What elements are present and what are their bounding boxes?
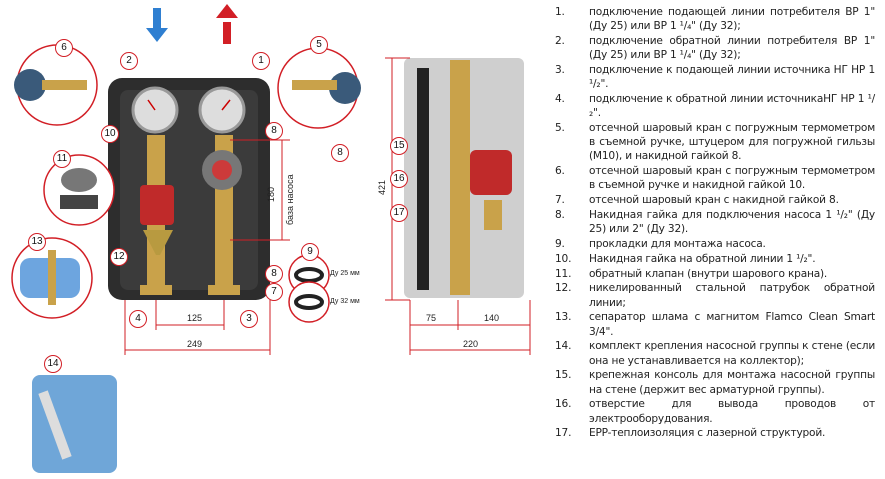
legend-item: 15. крепежная консоль для монтажа насосно… [545, 368, 875, 396]
callout-14: 14 [44, 355, 62, 373]
legend-item: 3. подключение к подающей линии источника… [545, 63, 875, 91]
legend-text: отсечной шаровый кран с погружным термом… [589, 165, 875, 192]
dim-pump-base-label: база насоса [285, 174, 295, 225]
legend-item: 16. отверстие для вывода проводов от элек… [545, 397, 875, 425]
callout-4: 4 [129, 310, 147, 328]
callout-8a: 8 [265, 122, 283, 140]
legend-number: 3. [555, 64, 565, 76]
legend-item: 1. подключение подающей линии потребителя… [545, 5, 875, 33]
legend-number: 10. [555, 252, 572, 265]
dim-side-height: 421 [377, 179, 387, 195]
legend-number: 1. [555, 6, 565, 18]
legend-text: сепаратор шлама с магнитом Flamco Clean … [589, 311, 875, 338]
callout-12: 12 [110, 248, 128, 266]
legend-number: 16. [555, 398, 572, 411]
legend-number: 6. [555, 165, 565, 178]
legend-number: 5. [555, 122, 565, 134]
legend-text: EPP-теплоизоляция с лазерной структурой. [589, 427, 826, 440]
wall-kit-bag [32, 375, 117, 473]
dim-side-left: 75 [426, 313, 437, 323]
callout-8c: 8 [265, 265, 283, 283]
legend-item: 11. обратный клапан (внутри шарового кран… [545, 267, 875, 281]
gasket-label-32: Ду 32 мм [330, 298, 360, 305]
legend-item: 6. отсечной шаровый кран с погружным терм… [545, 164, 875, 192]
legend-item: 13. сепаратор шлама с магнитом Flamco Cle… [545, 310, 875, 338]
legend-text: подключение к подающей линии источника Н… [589, 64, 875, 91]
legend-number: 12. [555, 282, 572, 295]
legend-number: 13. [555, 311, 572, 324]
callout-10: 10 [101, 125, 119, 143]
legend-item: 14. комплект крепления насосной группы к … [545, 339, 875, 367]
legend-number: 4. [555, 93, 565, 105]
callout-6: 6 [55, 39, 73, 57]
callout-8b: 8 [331, 144, 349, 162]
legend-number: 7. [555, 194, 565, 207]
legend-text: подключение к обратной линии источникаНГ… [589, 93, 875, 120]
legend-text: отсечной шаровый кран с накидной гайкой … [589, 194, 839, 207]
dim-spacing: 125 [187, 313, 203, 323]
legend-item: 5. отсечной шаровый кран с погружным терм… [545, 121, 875, 164]
dim-side-total: 220 [463, 339, 479, 349]
legend-item: 10. Накидная гайка на обратной линии 1 ¹/… [545, 252, 875, 266]
gasket-label-25: Ду 25 мм [330, 270, 360, 277]
callout-7: 7 [265, 283, 283, 301]
supply-flow-arrow-icon [216, 4, 238, 44]
legend-text: отсечной шаровый кран с погружным термом… [589, 122, 875, 163]
legend-text: обратный клапан (внутри шарового крана). [589, 267, 828, 280]
legend-item: 2. подключение обратной линии потребителя… [545, 34, 875, 62]
legend-number: 8. [555, 209, 565, 221]
sludge-separator [140, 185, 174, 225]
callout-3: 3 [240, 310, 258, 328]
dim-side-right: 140 [484, 313, 500, 323]
callout-2: 2 [120, 52, 138, 70]
legend-text: подключение обратной линии потребителя В… [589, 35, 875, 62]
dim-width-total: 249 [187, 339, 203, 349]
legend-item: 12. никелированный стальной патрубок обра… [545, 281, 875, 309]
dim-pump-base: 180 [266, 186, 276, 202]
legend-text: отверстие для вывода проводов от электро… [589, 398, 875, 425]
legend-text: подключение подающей линии потребителя В… [589, 6, 875, 33]
legend-text: никелированный стальной патрубок обратно… [589, 282, 875, 309]
legend-number: 14. [555, 340, 572, 353]
legend-text: Накидная гайка на обратной линии 1 ¹/₂". [589, 252, 816, 265]
legend-text: Накидная гайка для подключения насоса 1 … [589, 209, 875, 236]
callout-17: 17 [390, 204, 408, 222]
callout-11: 11 [53, 150, 71, 168]
legend-item: 17. EPP-теплоизоляция с лазерной структур… [545, 426, 875, 440]
parts-legend: 1. подключение подающей линии потребителя… [545, 5, 875, 441]
legend-number: 15. [555, 369, 572, 382]
legend-text: прокладки для монтажа насоса. [589, 238, 766, 250]
legend-item: 4. подключение к обратной линии источника… [545, 92, 875, 120]
callout-15: 15 [390, 137, 408, 155]
legend-item: 8. Накидная гайка для подключения насоса … [545, 208, 875, 236]
legend-text: комплект крепления насосной группы к сте… [589, 340, 875, 367]
return-flow-arrow-icon [146, 8, 168, 42]
legend-number: 2. [555, 35, 565, 47]
legend-item: 9. прокладки для монтажа насоса. [545, 237, 875, 251]
legend-number: 17. [555, 427, 572, 440]
callout-5: 5 [310, 36, 328, 54]
legend-number: 9. [555, 238, 565, 250]
legend-number: 11. [555, 267, 572, 280]
callout-1: 1 [252, 52, 270, 70]
callout-9: 9 [301, 243, 319, 261]
legend-text: крепежная консоль для монтажа насосной г… [589, 369, 875, 396]
legend-item: 7. отсечной шаровый кран с накидной гайко… [545, 193, 875, 207]
callout-16: 16 [390, 170, 408, 188]
callout-13: 13 [28, 233, 46, 251]
